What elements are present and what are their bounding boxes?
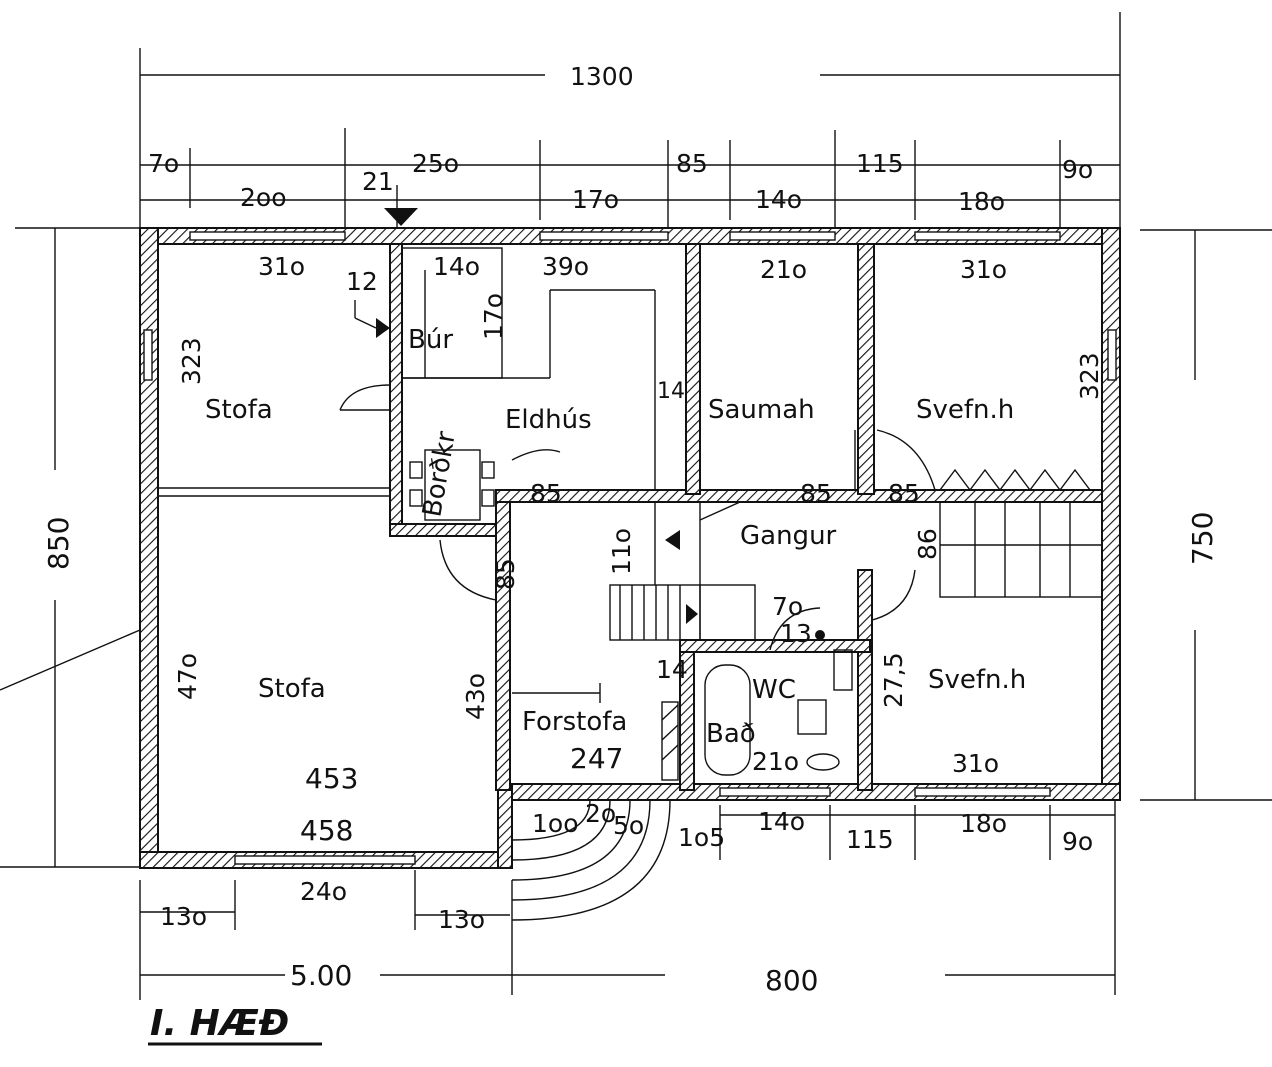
dim-right-750: 750 — [1186, 512, 1219, 565]
dim-14-b: 14 — [656, 655, 688, 684]
dim-top-70: 7o — [148, 149, 179, 178]
room-stofa-upper: Stofa — [205, 395, 273, 425]
dim-top-85: 85 — [676, 149, 708, 178]
bur-arrow-marker — [376, 318, 390, 338]
dim-top2-170: 17o — [572, 185, 619, 214]
dim-210-top: 21o — [760, 255, 807, 284]
dim-top2-200: 2oo — [240, 183, 287, 212]
dim-top2-140: 14o — [755, 185, 802, 214]
dimension-labels: 1300 7o 25o 85 115 9o 2oo 21 17o 14o 18o… — [42, 62, 1219, 997]
dim-310-c: 31o — [952, 749, 999, 778]
dim-85-vert: 85 — [491, 558, 520, 590]
wc-marker — [815, 630, 825, 640]
dim-110: 11o — [607, 528, 636, 575]
markers — [354, 208, 825, 640]
dim-323-left: 323 — [177, 337, 206, 385]
dim-247: 247 — [570, 742, 623, 775]
dim-115-bot: 115 — [846, 825, 894, 854]
dim-323-right: 323 — [1075, 352, 1104, 400]
dim-240: 24o — [300, 877, 347, 906]
dim-left-850: 850 — [42, 517, 75, 570]
dim-top-90: 9o — [1062, 155, 1093, 184]
dim-100: 1oo — [532, 809, 579, 838]
dim-105: 1o5 — [678, 823, 725, 852]
room-bordkr: Borðkr — [417, 429, 462, 519]
room-eldhus: Eldhús — [505, 405, 592, 435]
dim-180-bot: 18o — [960, 809, 1007, 838]
dim-20: 2o — [585, 799, 616, 828]
dim-70-wc: 7o — [772, 592, 803, 621]
floor-title: I. HÆÐ — [150, 1003, 289, 1044]
dim-430: 43o — [461, 673, 490, 720]
dim-140-bur: 14o — [433, 252, 480, 281]
dim-800: 800 — [765, 964, 818, 997]
dim-overall-top: 1300 — [570, 62, 634, 91]
dim-90-bot: 9o — [1062, 827, 1093, 856]
room-bur: Búr — [408, 325, 453, 355]
dim-275: 27,5 — [879, 652, 908, 708]
dim-85-a: 85 — [530, 479, 562, 508]
room-svefnh-upper: Svefn.h — [916, 395, 1014, 425]
dim-top2-180: 18o — [958, 187, 1005, 216]
dim-140-bot: 14o — [758, 807, 805, 836]
gangur-arrow-marker — [665, 530, 680, 550]
dim-390: 39o — [542, 252, 589, 281]
dim-86: 86 — [913, 528, 942, 560]
room-forstofa: Forstofa — [522, 707, 627, 737]
stair-arrow-marker — [686, 604, 698, 624]
dim-500: 5.00 — [290, 959, 352, 992]
dim-50: 5o — [613, 811, 644, 840]
room-stofa-lower: Stofa — [258, 674, 326, 704]
dim-130-b: 13o — [438, 905, 485, 934]
dim-85-c: 85 — [888, 479, 920, 508]
dim-top-115: 115 — [856, 149, 904, 178]
dim-top-250: 25o — [412, 149, 459, 178]
dim-458: 458 — [300, 814, 353, 847]
dim-12: 12 — [346, 267, 378, 296]
dim-13: 13 — [780, 619, 812, 648]
dim-453: 453 — [305, 762, 358, 795]
dim-85-b: 85 — [800, 479, 832, 508]
dim-210-bot: 21o — [752, 747, 799, 776]
room-svefnh-lower: Svefn.h — [928, 665, 1026, 695]
drawing-title: I. HÆÐ — [148, 1003, 322, 1046]
dim-14-a: 14 — [657, 379, 685, 404]
dim-310-a: 31o — [258, 252, 305, 281]
dimension-lines — [0, 12, 1272, 1000]
dim-310-b: 31o — [960, 255, 1007, 284]
dim-top2-21: 21 — [362, 167, 394, 196]
north-arrow-marker — [384, 208, 418, 226]
dim-170-bur: 17o — [479, 293, 508, 340]
dim-470: 47o — [173, 653, 202, 700]
room-bad: Bað — [706, 719, 756, 749]
room-saumah: Saumah — [708, 395, 815, 425]
room-wc: WC — [752, 675, 796, 705]
dim-130-a: 13o — [160, 902, 207, 931]
room-gangur: Gangur — [740, 521, 837, 551]
interior-fixtures — [158, 247, 1103, 921]
windows — [143, 231, 1117, 865]
